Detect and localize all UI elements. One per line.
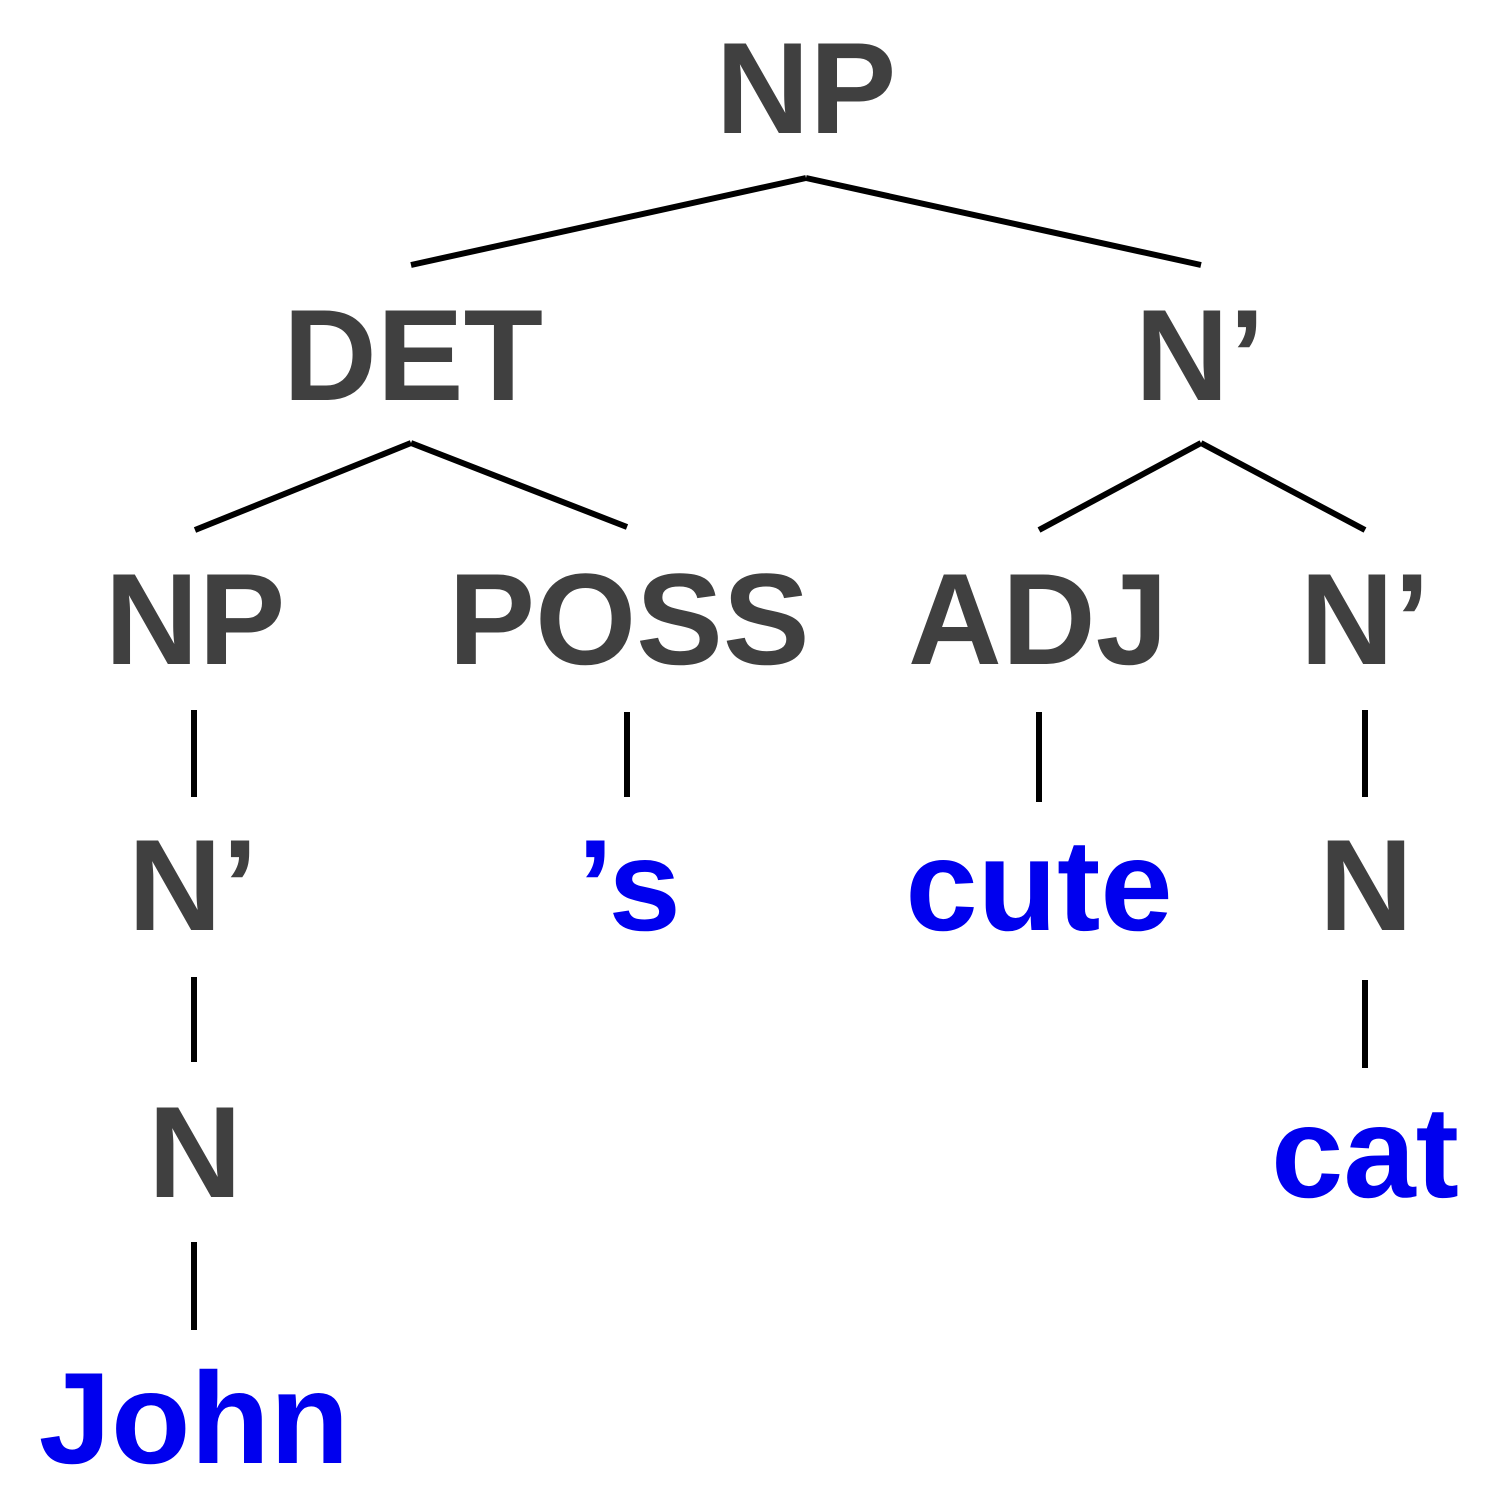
- node-np-possessor: NP: [105, 546, 286, 692]
- node-nbar-right: N’: [1300, 546, 1430, 692]
- branch-det-poss: [409, 440, 629, 530]
- word-cute: cute: [905, 812, 1172, 958]
- tree-branches: [191, 175, 1368, 1330]
- category-labels: NP DET N’ NP POSS ADJ N’ N’ N N: [105, 15, 1430, 1225]
- branch-det-np: [193, 440, 413, 533]
- word-cat: cat: [1271, 1079, 1459, 1225]
- node-poss: POSS: [448, 546, 809, 692]
- branch-np-det: [410, 175, 807, 268]
- node-adj: ADJ: [908, 546, 1168, 692]
- node-det: DET: [283, 282, 543, 428]
- branch-np-nbar: [805, 175, 1202, 268]
- word-john: John: [39, 1345, 350, 1491]
- word-labels: ’s cute cat John: [39, 812, 1459, 1491]
- node-n-right: N: [1319, 812, 1413, 958]
- word-poss-marker: ’s: [577, 812, 681, 958]
- node-nbar-top: N’: [1135, 282, 1265, 428]
- node-n-left: N: [148, 1079, 242, 1225]
- node-nbar-left: N’: [128, 812, 258, 958]
- node-root-np: NP: [716, 15, 897, 161]
- branch-nbar-adj: [1037, 440, 1203, 533]
- branch-nbar-nbar: [1199, 440, 1367, 533]
